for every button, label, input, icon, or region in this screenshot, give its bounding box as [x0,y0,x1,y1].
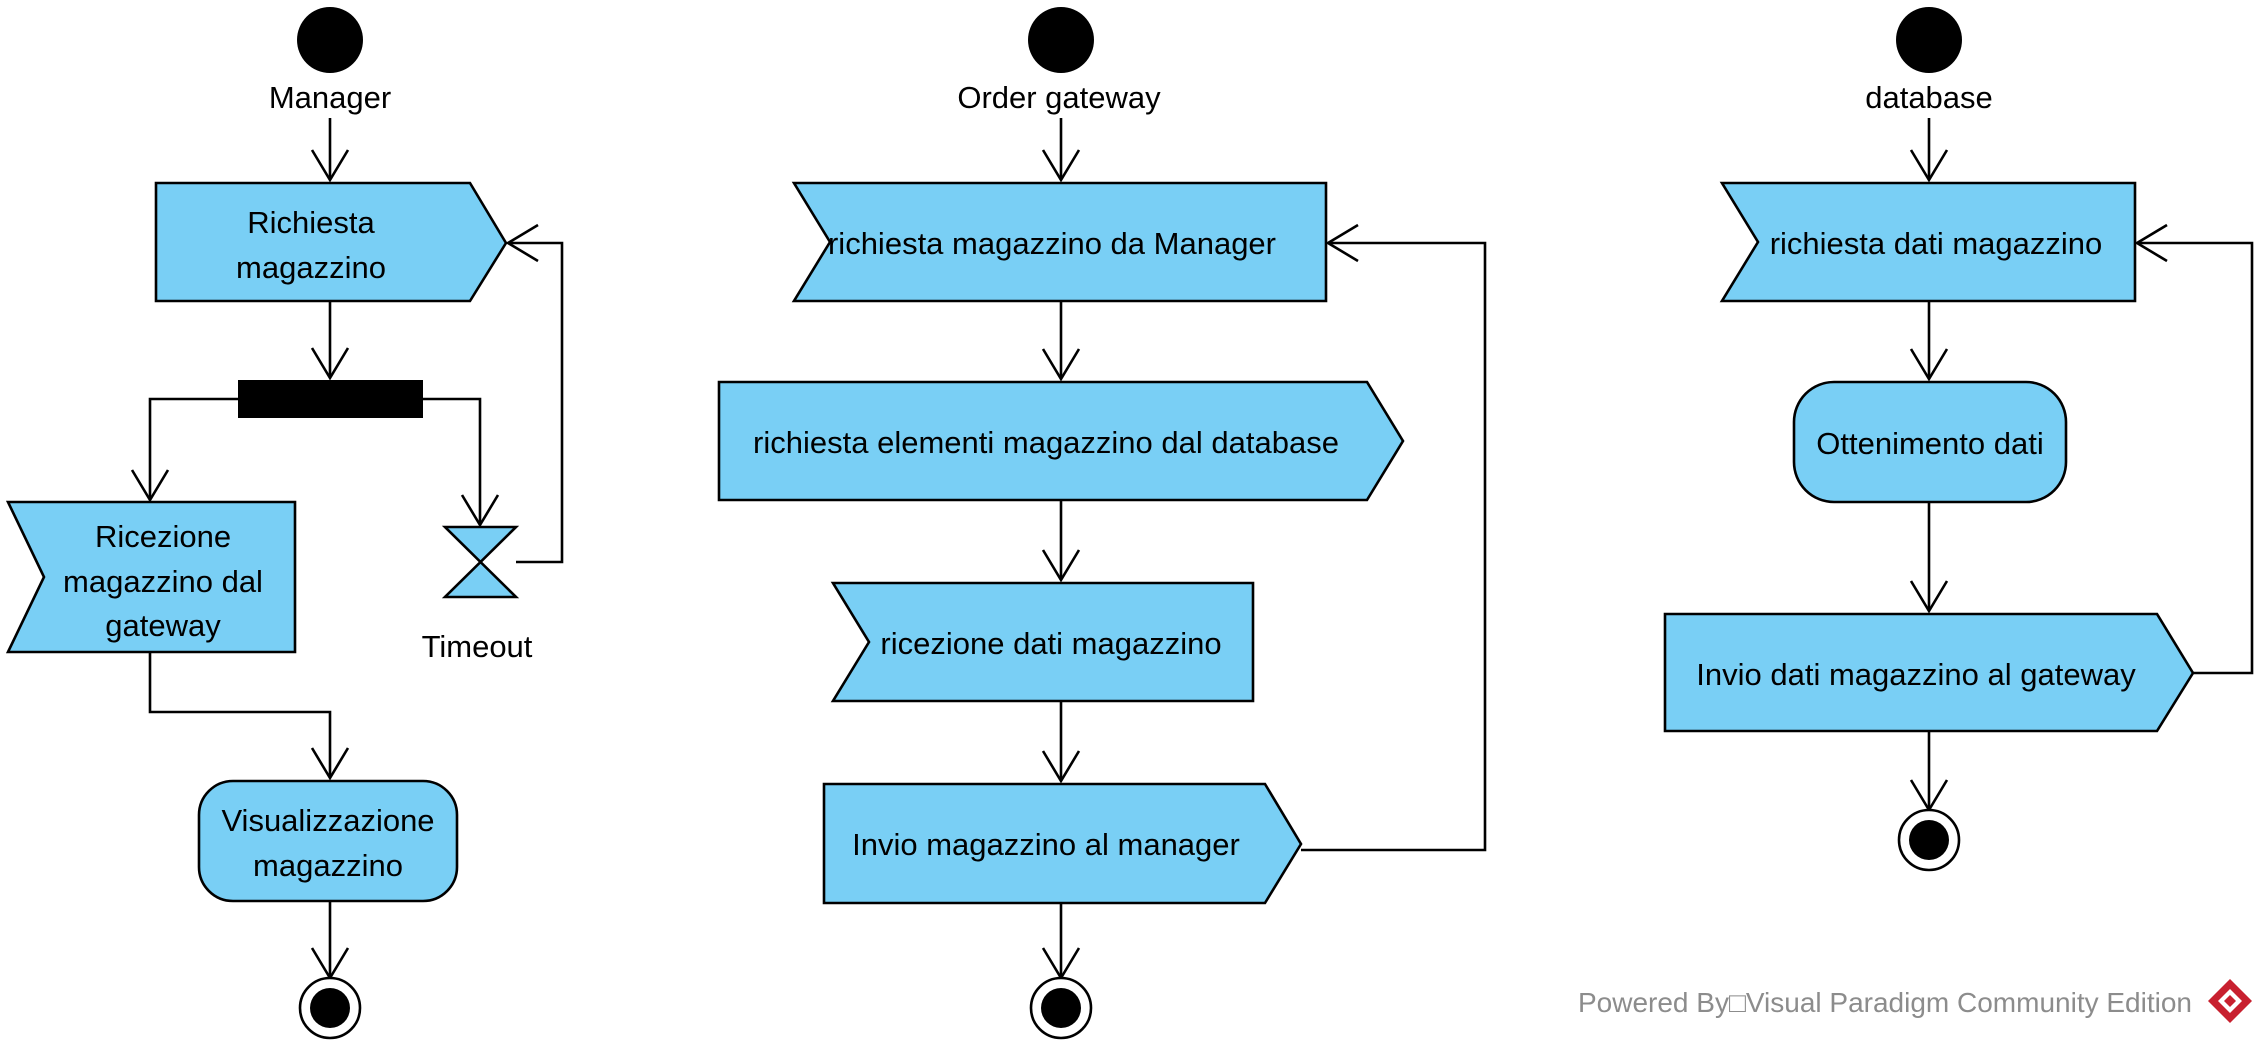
flow-fork-to-receive [148,397,238,500]
node-label: Invio dati magazzino al gateway [1696,657,2136,692]
arrowhead [1041,149,1081,183]
node-label: Ottenimento dati [1816,426,2043,461]
node-label: Invio magazzino al manager [852,827,1240,862]
send-signal-richiesta-elementi-database[interactable] [717,380,1405,502]
lane-order-gateway: Order gateway richiesta magazzino da Man… [717,7,1487,1040]
arrowhead [2134,223,2168,263]
arrowhead [130,469,170,503]
arrowhead [1041,549,1081,583]
initial-node-gateway [1028,7,1094,73]
flow-database-loop [2137,241,2254,675]
send-signal-richiesta-magazzino[interactable] [154,181,508,303]
accept-signal-ricezione-dati-magazzino[interactable] [830,581,1255,703]
arrowhead [1041,750,1081,784]
visual-paradigm-logo-icon [2208,979,2252,1023]
watermark: Powered By□Visual Paradigm Community Edi… [1578,979,2252,1023]
flow-timeout-loop [508,241,564,564]
initial-node-manager [297,7,363,73]
lane-database: database richiesta dati magazzino Otteni… [1663,7,2254,872]
final-node-inner [1041,988,1081,1028]
node-label: Visualizzazione [221,803,434,838]
arrowhead [310,747,350,781]
arrowhead [1909,580,1949,614]
arrowhead [1909,149,1949,183]
lane-manager: Manager Richiesta magazzino Ricezione ma… [5,7,564,1040]
arrowhead [505,223,539,263]
arrowhead [1325,223,1359,263]
lane-title-manager: Manager [269,80,391,115]
accept-signal-ricezione-magazzino[interactable] [5,500,297,654]
node-label: Ricezione [95,519,231,554]
arrowhead [1909,348,1949,382]
flow-fork-to-timeout [423,397,482,525]
watermark-text: Powered By□Visual Paradigm Community Edi… [1578,987,2192,1018]
time-event-hourglass-icon[interactable] [441,525,520,599]
node-label: richiesta dati magazzino [1770,226,2103,261]
node-label: richiesta elementi magazzino dal databas… [753,425,1339,460]
send-signal-invio-magazzino-al-manager[interactable] [822,782,1303,905]
final-node-inner [1909,820,1949,860]
flow-receive-to-display [148,652,332,778]
arrowhead [310,149,350,183]
timeout-label: Timeout [422,629,533,664]
node-label: richiesta magazzino da Manager [828,226,1276,261]
final-node-inner [310,988,350,1028]
arrowhead [1041,348,1081,382]
arrowhead [460,494,500,528]
lane-title-database: database [1865,80,1993,115]
send-signal-invio-dati-al-gateway[interactable] [1663,612,2195,733]
node-label: magazzino dal [63,564,263,599]
node-label: gateway [105,608,221,643]
arrowhead [310,347,350,381]
node-label: magazzino [236,250,386,285]
node-label: magazzino [253,848,403,883]
fork-bar [238,380,423,418]
node-label: ricezione dati magazzino [880,626,1221,661]
action-visualizzazione-magazzino[interactable] [197,779,459,903]
initial-node-database [1896,7,1962,73]
node-label: Richiesta [247,205,375,240]
flow-gateway-loop [1301,241,1487,852]
lane-title-order-gateway: Order gateway [957,80,1161,115]
